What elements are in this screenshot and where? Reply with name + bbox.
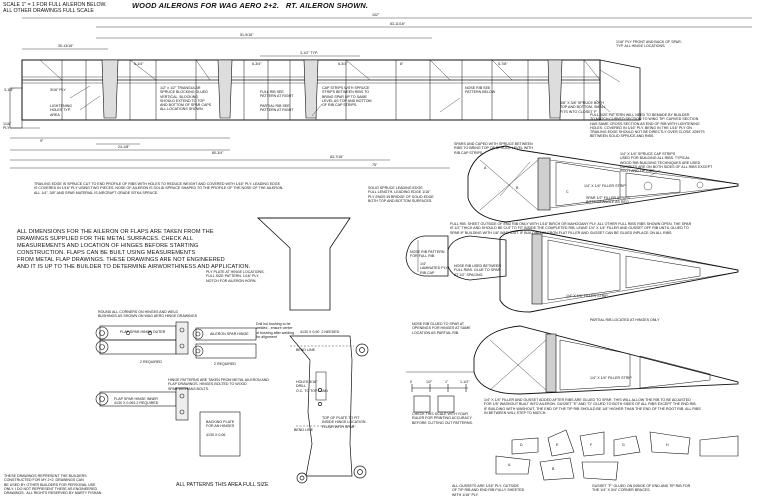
label-aileron-outer: AILERON SPAR HINGE: [210, 332, 249, 336]
note-full-rib: FULL RIB SEE PATTERN AT RIGHT: [260, 90, 294, 99]
dim-5b: 5-7/8": [498, 62, 508, 66]
label-flap-inner: FLAP SPAR HINGE INNER 4130 X 0.063 2 REQ…: [114, 397, 159, 406]
dim-80: 80-3/4": [212, 151, 224, 155]
note-ply-3-16: 3/16" PLY: [50, 88, 66, 92]
label-backing: BACKING PLATE FOR AN HINGES 4130 X 0.06: [206, 420, 235, 437]
note-washout: 1/4" X 1/4" FILLER AND GUSSET ADDED AFTE…: [484, 398, 701, 415]
dim-3: 3-1/4": [4, 88, 14, 92]
note-top-plate: TOP OF PLATE TO FIT INSIDE HINGE LOCATIO…: [322, 416, 366, 429]
dim-51: 51-9/16": [240, 33, 254, 37]
note-full-size: FULL SIZE PATTERN WILL NEED TO BEMADE BY…: [590, 113, 705, 139]
scale-check: [406, 371, 474, 413]
note-gusset-f: GUSSET "F" GLUED ON INSIDE OF END AND TI…: [592, 484, 691, 493]
note-hinge-pattern: HINGE PATTERNS ARE TAKEN FROM METAL AILE…: [168, 378, 269, 391]
full-rib-profile: [467, 145, 739, 223]
gusset-label-e: E: [556, 443, 559, 447]
label-horn-4130: 4130 X 0.90 2 NEEDED: [300, 330, 340, 334]
dim-83: 83-11/16": [390, 22, 406, 26]
label-flap-outer: FLAP SPAR HINGE OUTER: [120, 330, 166, 334]
partial-rib-profile: [499, 229, 739, 313]
note-ply-plate: PLY PLATE AT HINGE LOCATIONS. FULL SIZE …: [206, 270, 265, 283]
gusset-label-c: C: [566, 190, 569, 194]
note-cap-strips: CAP STRIPS WITH SPRUCE STRIPS BETWEEN RI…: [322, 86, 372, 108]
gusset-label-b: B: [516, 186, 519, 190]
aileron-horn-pattern: [289, 335, 369, 484]
note-filler-strip-1: 1/4" X 1/4" FILLER STRIP: [584, 184, 626, 188]
drawing-title: WOOD AILERONS FOR WAG AERO 2+2. RT. AILE…: [132, 1, 369, 10]
note-filler-4: 1/4" X 1/4" FILLER STRIP: [590, 376, 632, 380]
label-req-2: 2 REQUIRED: [214, 362, 236, 366]
gusset-label-a2: A: [508, 463, 511, 467]
note-spruce-blocking: 1/2" x 1/2" TRIANGULAR SPRUCE BLOCKING G…: [160, 86, 212, 112]
dim-ply: 1/16" PLY: [3, 122, 12, 131]
note-dimensions: ALL DIMENSIONS FOR THE AILERON OR FLAPS …: [17, 229, 251, 270]
dim-6a: 6-3/4": [252, 62, 262, 66]
note-nose-rib: NOSE RIB SEE PATTERN BELOW: [465, 86, 496, 95]
note-solid-spruce: SOLID SPRUCE LEADING EDGE FULL LENGTH. L…: [368, 186, 434, 203]
note-gussets: ALL GUSSETS ARE 1/16" PLY. OUTSIDE OF TI…: [452, 484, 525, 497]
dim-9: 9": [40, 139, 44, 143]
note-rib-ply: 1/16" PLY FRONT AND BACK OF SPAR. TYP. A…: [616, 40, 682, 49]
scale-tick-0: 0: [410, 380, 412, 384]
hinge-patterns: [95, 321, 257, 457]
note-bottom-left: THESE DRAWINGS REPRESENT THE BUILDERS CO…: [4, 474, 102, 496]
note-cap-strips-used: 1/4" X 1/4" SPRUCE CAP STRIPS USED FOR B…: [620, 152, 713, 174]
note-scale-check: CHECK THIS SCALE WITH YOUR RULER FOR PRI…: [412, 412, 473, 425]
dim-75: 75": [372, 163, 378, 167]
scale-tick-3: 1-1/2": [460, 380, 470, 384]
gusset-label-a: A: [484, 166, 487, 170]
note-lightening: LIGHTENING HOLES TYP. AREA: [50, 104, 72, 117]
dim-5a: 5-1/4": [134, 62, 144, 66]
note-filler-3: 1/4" X 1/4" FILLER STRIP: [566, 294, 608, 298]
label-all-patterns: ALL PATTERNS THIS AREA FULL SIZE: [176, 482, 269, 488]
note-nose-rib-glued: NOSE RIB GLUED TO SPAR AT OPENINGS FOR H…: [412, 322, 471, 335]
scale-note: SCALE 1" = 1 FOR FULL AILERON BELOW. ALL…: [3, 2, 107, 15]
note-partial-located: PARTIAL RIB LOCATED AT HINGES ONLY: [590, 318, 660, 322]
gusset-label-h: H: [666, 443, 669, 447]
note-partial-rib: PARTIAL RIB SEE PATTERN AT RIGHT: [260, 104, 294, 113]
gusset-label-d: D: [520, 443, 523, 447]
note-spar-strip: SPAR 1/2" FILLER STRIPS BOTTOM ANGLE AS …: [586, 196, 630, 205]
label-req-1: 2 REQUIRED: [140, 360, 162, 364]
scale-tick-2: 1": [445, 380, 449, 384]
dim-102: 102": [372, 13, 380, 17]
note-nose-rib-pattern: NOSE RIB PATTERN FOR FULL RIB: [410, 250, 445, 259]
dim-24: 24-1/8": [118, 145, 130, 149]
nose-rib-partial: [447, 235, 507, 281]
gusset-label-b2: B: [552, 467, 555, 471]
gusset-label-g: G: [622, 443, 625, 447]
label-bend-line-2: BEND LINE: [294, 428, 313, 432]
leader-lines: [69, 69, 661, 197]
note-spruce-both: 3/8" X 3/8" SPRUCE BOTH TOP AND BOTTOM. …: [560, 101, 606, 114]
note-full-rib-desc: FULL RIB. SHEET OUTSIDE OF END RIB ONLY …: [450, 222, 692, 235]
note-trailing-edge: TRAILING EDGE IS SPRUCE CUT TO END PROFI…: [34, 182, 284, 195]
note-lam-ply: 1/4" LAMINATED PLY RIB CAP: [420, 262, 448, 275]
label-holes: HOLES 3/16" DRILL O.C. TO TOP LAND: [296, 380, 329, 393]
note-spars: SPARS AND CAPED WITH SPRUCE BETWEEN RIBS…: [454, 142, 534, 155]
gusset-label-f: F: [590, 443, 593, 447]
tip-rib-profile: [473, 325, 739, 395]
dim-6b: 6-3/4": [338, 62, 348, 66]
label-bend-line-1: BEND LINE: [296, 348, 315, 352]
scale-tick-1: 1/2": [426, 380, 433, 384]
gusset-patterns: [495, 429, 739, 481]
note-bushing: Drill hol bushing to be welded - ensure …: [256, 322, 294, 339]
note-round-corners: ROUND ALL CORNERS ON HINGES AND WELD BUS…: [98, 310, 197, 319]
note-nose-rib-partial: NOSE RIB USED BETWEEN FULL RIBS. GLUE TO…: [454, 264, 501, 277]
ply-plate-pattern: [256, 217, 351, 311]
dim-typ: 3-1/2" TYP.: [300, 51, 318, 55]
aileron-plan-view: [9, 17, 752, 169]
dim-83b: 83-7/16": [330, 155, 344, 159]
dim-30: 30-13/16": [58, 44, 74, 48]
dim-8: 8": [400, 62, 404, 66]
